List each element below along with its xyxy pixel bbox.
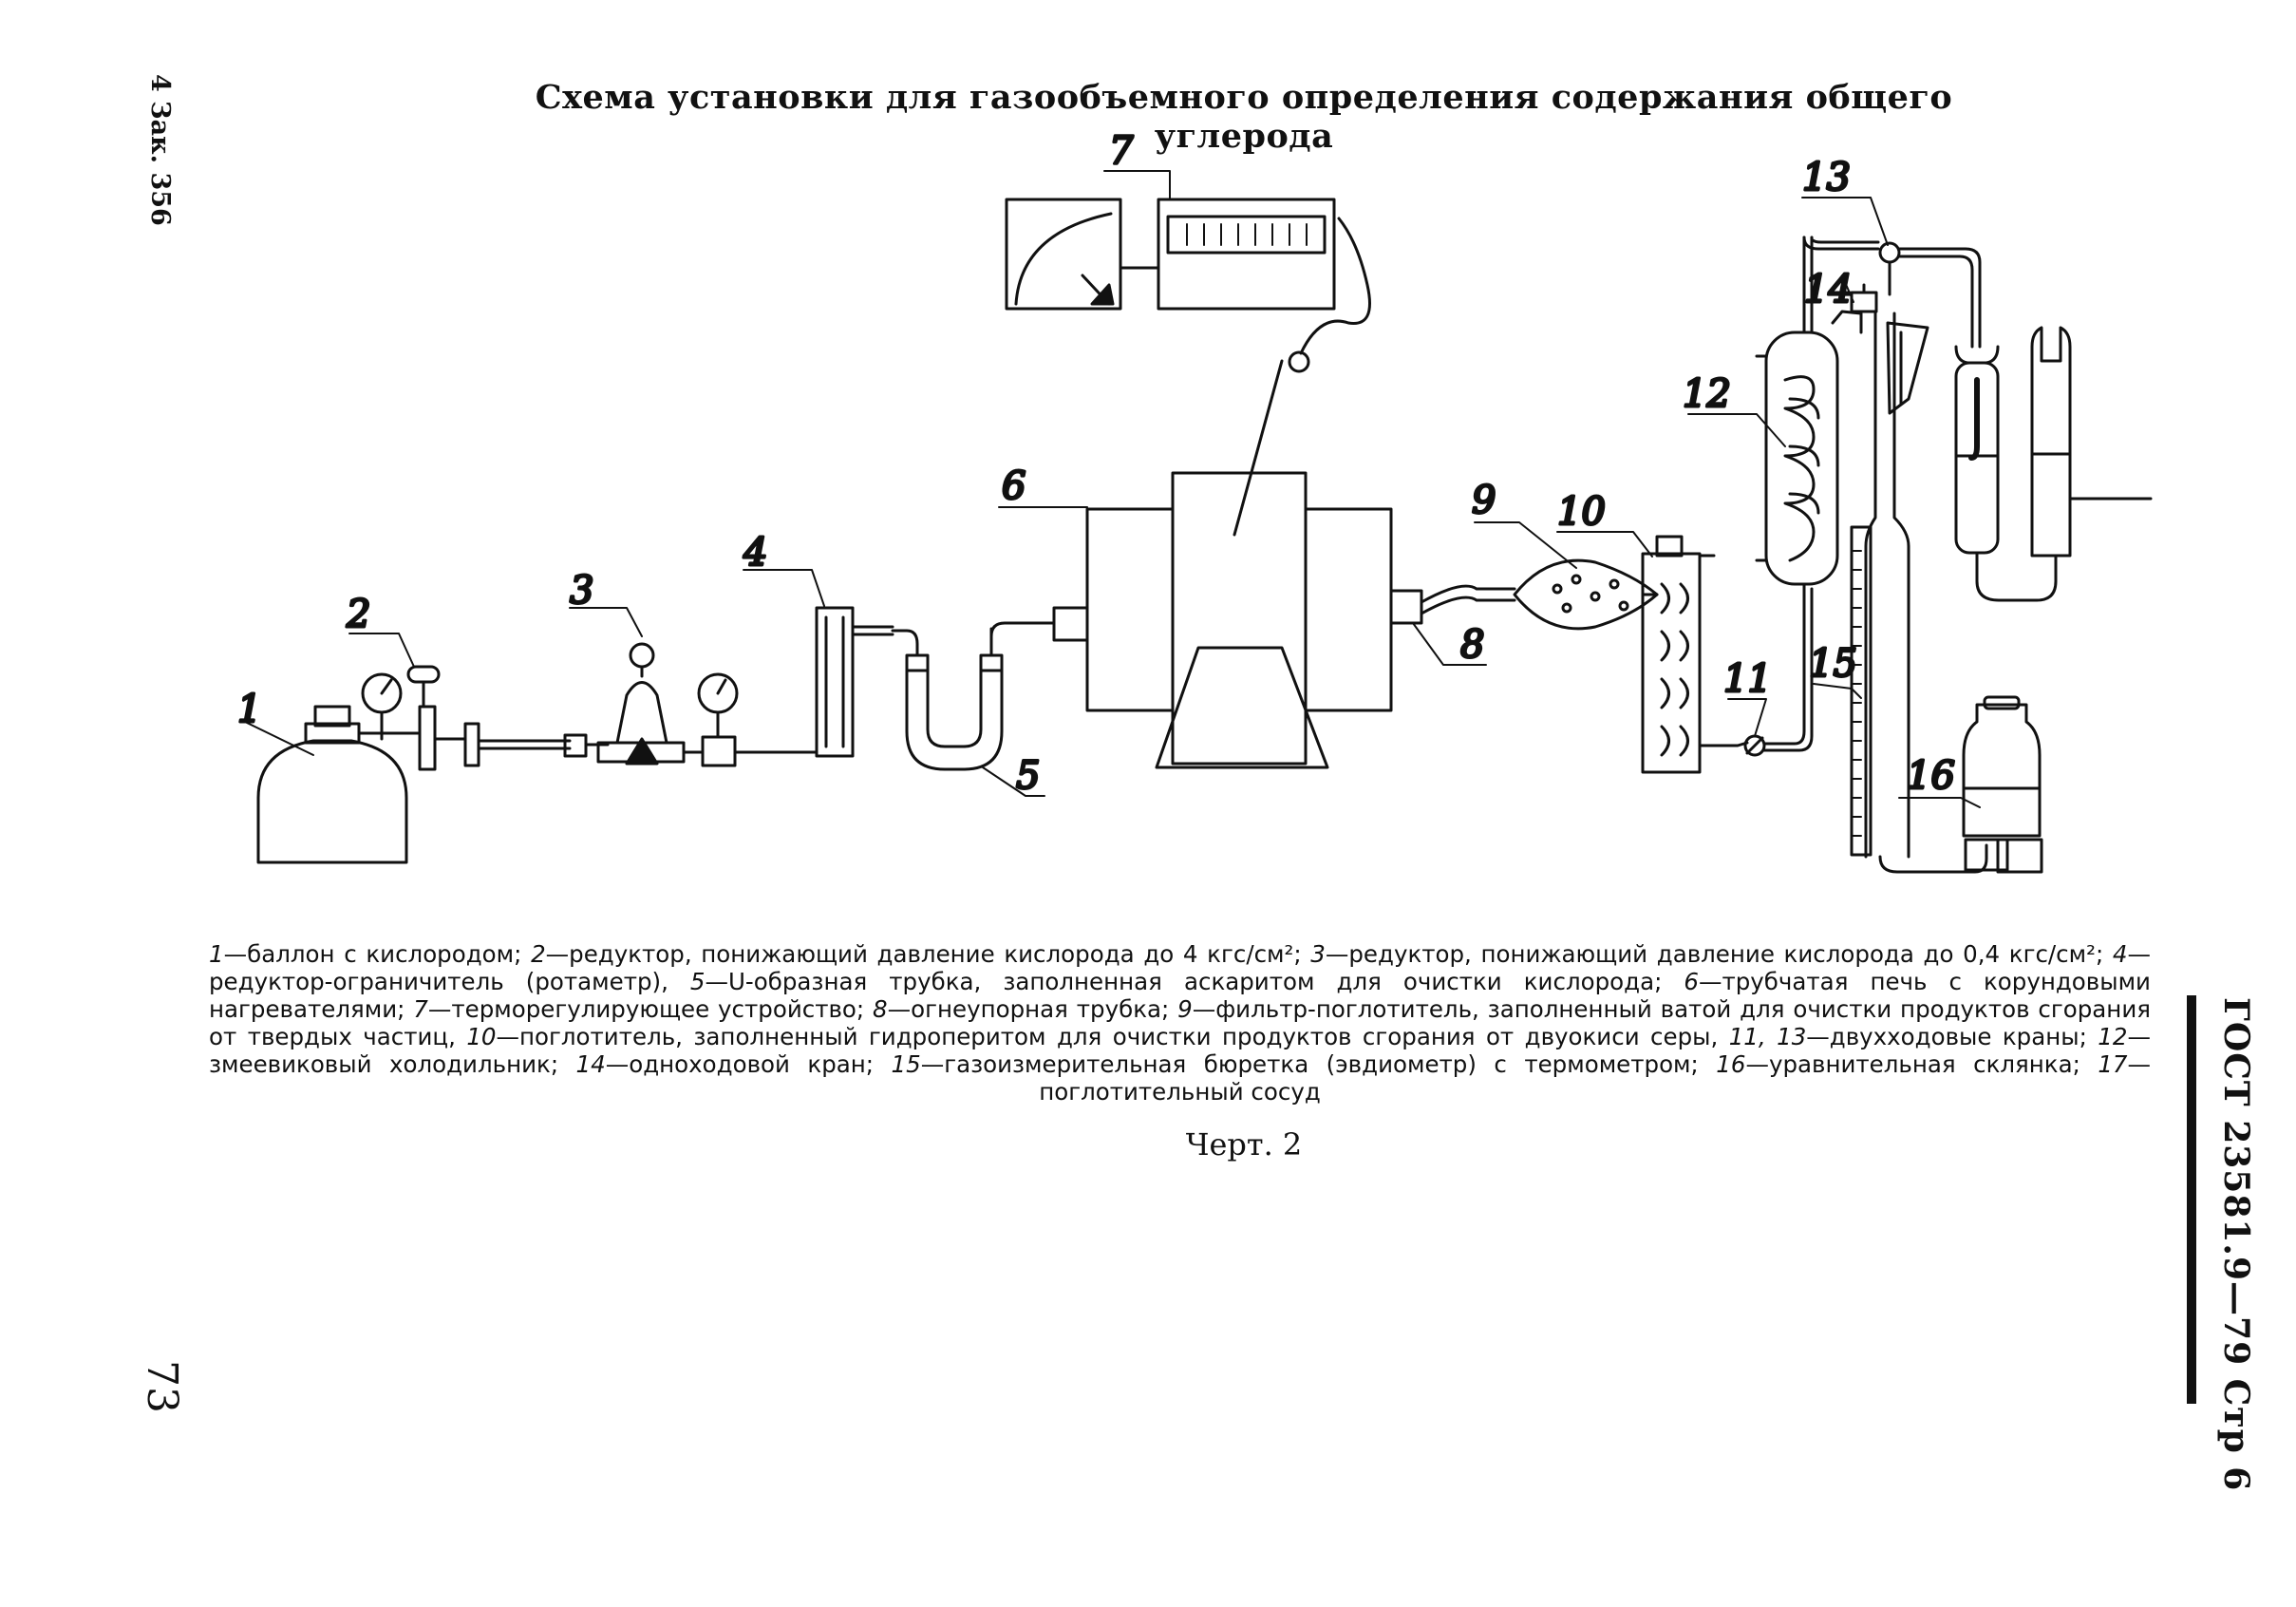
u-tube — [891, 621, 1056, 771]
standard-rule — [2187, 995, 2196, 1404]
legend-num: 1 — [209, 940, 224, 968]
label-12: 12 — [1683, 372, 1731, 416]
figure-legend: 1—баллон с кислородом; 2—редуктор, пониж… — [209, 940, 2151, 1106]
label-15: 15 — [1809, 642, 1857, 686]
legend-text: —огнеупорная трубка; — [887, 995, 1178, 1023]
filter-absorber — [1513, 558, 1659, 631]
gas-burette — [1850, 312, 1929, 859]
legend-text: —газоизмерительная бюретка (эвдиометр) с… — [920, 1050, 1717, 1078]
legend-num: 6 — [1684, 968, 1699, 995]
legend-num: 17 — [2098, 1050, 2128, 1078]
two-way-tap-11 — [1698, 587, 1814, 757]
leveling-bottle — [1878, 695, 2043, 874]
legend-num: 12 — [2098, 1023, 2128, 1050]
oxygen-cylinder — [256, 705, 420, 864]
legend-text: —поглотительный сосуд — [1039, 1050, 2152, 1106]
label-5: 5 — [1016, 754, 1040, 798]
legend-num: 2 — [531, 940, 546, 968]
legend-text: —одноходовой кран; — [605, 1050, 892, 1078]
label-6: 6 — [1002, 464, 1026, 508]
standard-reference: ГОСТ 23581.9—79 Стр 6 — [2216, 997, 2256, 1492]
legend-text: —баллон с кислородом; — [223, 940, 532, 968]
legend-text: —фильтр-поглотитель, заполненный ватой д… — [209, 995, 2151, 1050]
absorber-hydroperite — [1641, 535, 1716, 774]
legend-num: 16 — [1716, 1050, 1746, 1078]
legend-text: —терморегулирующее устройство; — [427, 995, 874, 1023]
legend-text: —поглотитель, заполненный гидроперитом д… — [496, 1023, 1729, 1050]
page-title: Схема установки для газообъемного опреде… — [535, 78, 1953, 156]
leader-lines — [244, 170, 1981, 808]
reducer-4-kgf — [361, 665, 610, 771]
legend-num: 9 — [1177, 995, 1193, 1023]
two-way-tap-13 — [1802, 236, 1982, 349]
label-14: 14 — [1804, 268, 1853, 312]
legend-num: 15 — [891, 1050, 921, 1078]
label-1: 1 — [237, 688, 261, 731]
page-number: 73 — [138, 1360, 186, 1413]
legend-num: 14 — [575, 1050, 606, 1078]
legend-num: 4 — [2112, 940, 2128, 968]
refractory-tube — [1389, 584, 1516, 625]
thermoregulator — [1005, 198, 1336, 311]
legend-text: —редуктор-ограничитель (ротаметр), — [209, 940, 2151, 995]
reducer-0-4-kgf — [596, 642, 819, 767]
label-7: 7 — [1109, 129, 1134, 173]
legend-text: —змеевиковый холодильник; — [209, 1023, 2151, 1078]
legend-num: 3 — [1310, 940, 1326, 968]
label-11: 11 — [1723, 657, 1772, 701]
label-3: 3 — [570, 569, 593, 613]
label-4: 4 — [743, 531, 767, 575]
legend-text: —двухходовые краны; — [1806, 1023, 2098, 1050]
apparatus-diagram: 1 2 3 4 5 6 7 8 9 10 11 12 13 14 15 16 — [236, 128, 2153, 874]
legend-text: —редуктор, понижающий давление кислорода… — [1325, 940, 2113, 968]
legend-num: 8 — [873, 995, 888, 1023]
label-13: 13 — [1802, 156, 1851, 199]
absorption-vessel — [1954, 326, 2153, 602]
legend-num: 11, 13 — [1728, 1023, 1807, 1050]
rotameter — [815, 606, 894, 758]
label-2: 2 — [346, 593, 370, 636]
legend-text: —уравнительная склянка; — [1745, 1050, 2098, 1078]
legend-num: 10 — [466, 1023, 497, 1050]
label-9: 9 — [1472, 479, 1496, 522]
label-8: 8 — [1460, 623, 1484, 667]
legend-num: 5 — [689, 968, 706, 995]
legend-text: —U-образная трубка, заполненная аскарито… — [705, 968, 1684, 995]
legend-num: 7 — [413, 995, 428, 1023]
coil-condenser — [1755, 236, 1839, 596]
legend-text: —трубчатая печь с корундовыми нагревател… — [209, 968, 2151, 1023]
legend-text: —редуктор, понижающий давление кислорода… — [545, 940, 1311, 968]
label-16: 16 — [1907, 754, 1955, 798]
figure-caption: Черт. 2 — [1185, 1126, 1303, 1163]
one-way-tap-14 — [1831, 283, 1878, 334]
label-10: 10 — [1557, 490, 1606, 534]
